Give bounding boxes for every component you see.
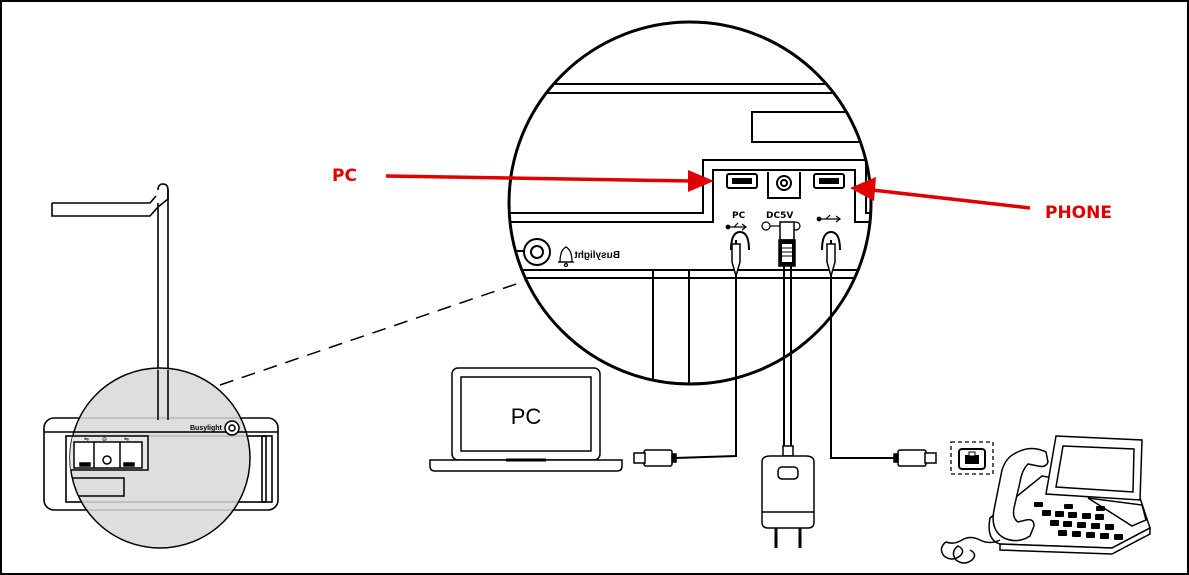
phone-keypad bbox=[1034, 502, 1123, 540]
laptop-screen-label: PC bbox=[511, 404, 542, 429]
big-magnifier-ring bbox=[507, 20, 873, 386]
usb-plug-pc bbox=[633, 449, 677, 467]
bell-icon bbox=[558, 246, 574, 268]
busylight-label-zoom: Busylight bbox=[574, 250, 620, 261]
pc-arrow-label: PC bbox=[332, 166, 357, 186]
small-usb-glyph-2: ⇋ bbox=[124, 436, 129, 443]
busylight-label-small: Busylight bbox=[190, 425, 223, 432]
small-magnifier-contents bbox=[70, 370, 250, 497]
cables bbox=[674, 240, 897, 459]
small-usb-glyph: ⇋ bbox=[84, 436, 89, 443]
pc-arrow bbox=[385, 170, 714, 192]
big-magnifier-contents bbox=[509, 83, 871, 384]
usb-plug-phone bbox=[893, 449, 937, 467]
phone-arrow-label: PHONE bbox=[1045, 203, 1112, 223]
small-power-glyph: ⊖ bbox=[102, 437, 107, 443]
zoom-connector-line bbox=[219, 279, 529, 386]
port-dc-label: DC5V bbox=[766, 211, 793, 221]
power-adapter bbox=[761, 445, 815, 548]
phone-usb-port-icon bbox=[950, 441, 994, 475]
usb-icon bbox=[725, 214, 841, 231]
cable-plugs-top bbox=[731, 221, 836, 279]
laptop bbox=[429, 367, 623, 472]
phone-arrow bbox=[850, 177, 1031, 210]
port-pc-label: PC bbox=[732, 211, 746, 221]
